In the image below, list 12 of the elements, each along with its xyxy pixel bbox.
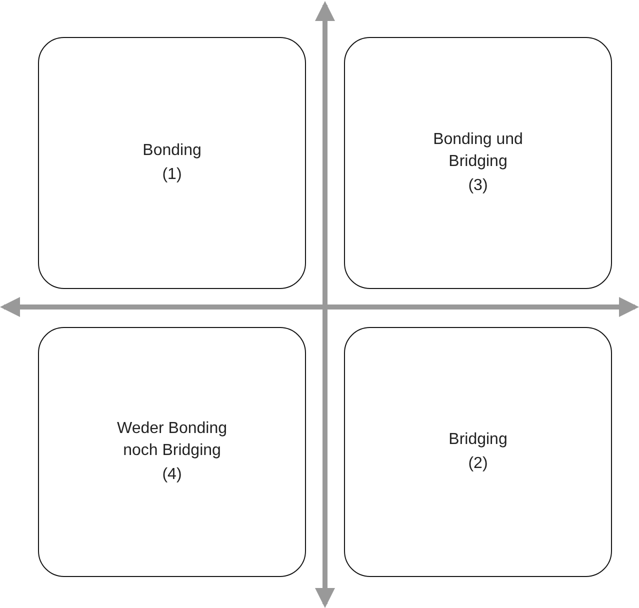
quadrant-number: (2) xyxy=(468,454,488,474)
quadrant-box xyxy=(38,327,306,577)
quadrant-number: (3) xyxy=(468,176,488,196)
quadrant-label: Bonding xyxy=(142,141,202,161)
quadrant-label: Bridging xyxy=(448,430,508,450)
quadrant-box xyxy=(344,327,612,577)
quadrant-label: Bonding und Bridging xyxy=(432,130,524,172)
quadrant-number: (1) xyxy=(162,165,182,185)
quadrant-box xyxy=(344,37,612,289)
quadrant-number: (4) xyxy=(162,465,182,485)
quadrant-box xyxy=(38,37,306,289)
quadrant-label: Weder Bonding noch Bridging xyxy=(116,419,228,461)
